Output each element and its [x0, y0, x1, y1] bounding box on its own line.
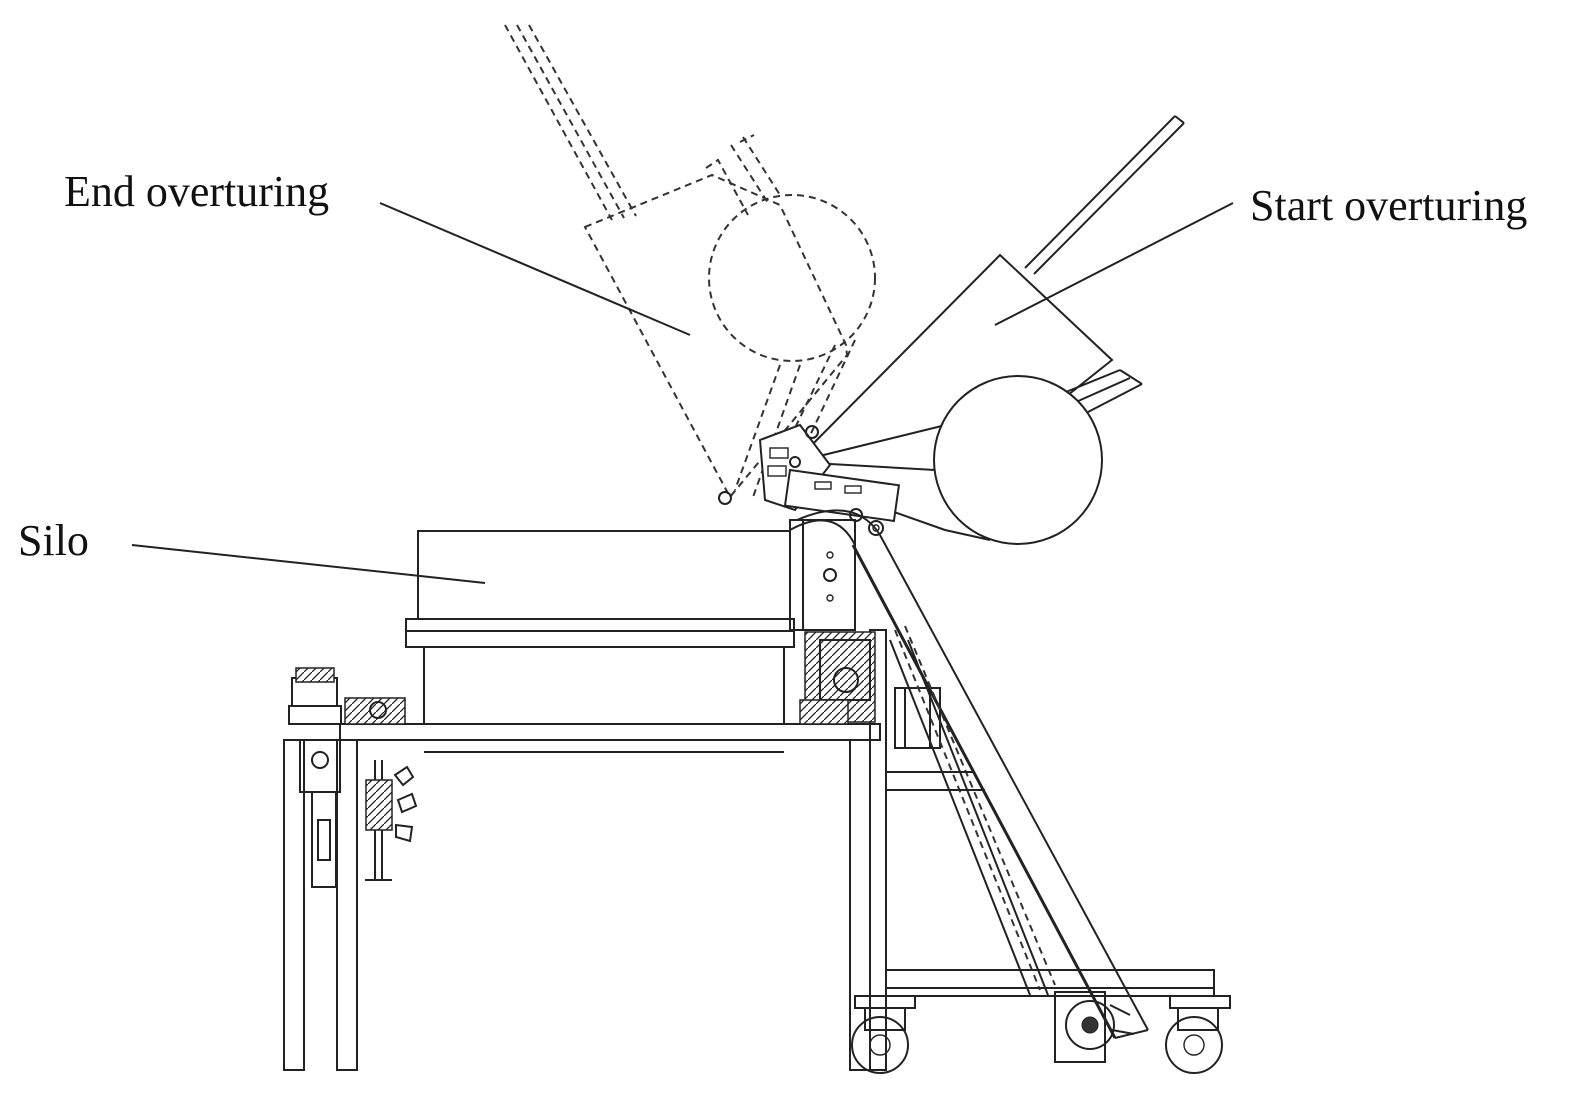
start-overturing-hopper: [758, 115, 1185, 545]
end-overturing-leader: [379, 202, 691, 336]
frame: [283, 509, 1231, 1074]
start-overturing-label: Start overturing: [1250, 181, 1527, 230]
silo-leader: [131, 544, 486, 584]
silo: [405, 530, 795, 753]
end-overturing-label: End overturing: [64, 167, 329, 216]
start-overturing-leader: [994, 202, 1234, 326]
end-overturing-hopper: [504, 24, 876, 505]
silo-label: Silo: [18, 516, 89, 565]
